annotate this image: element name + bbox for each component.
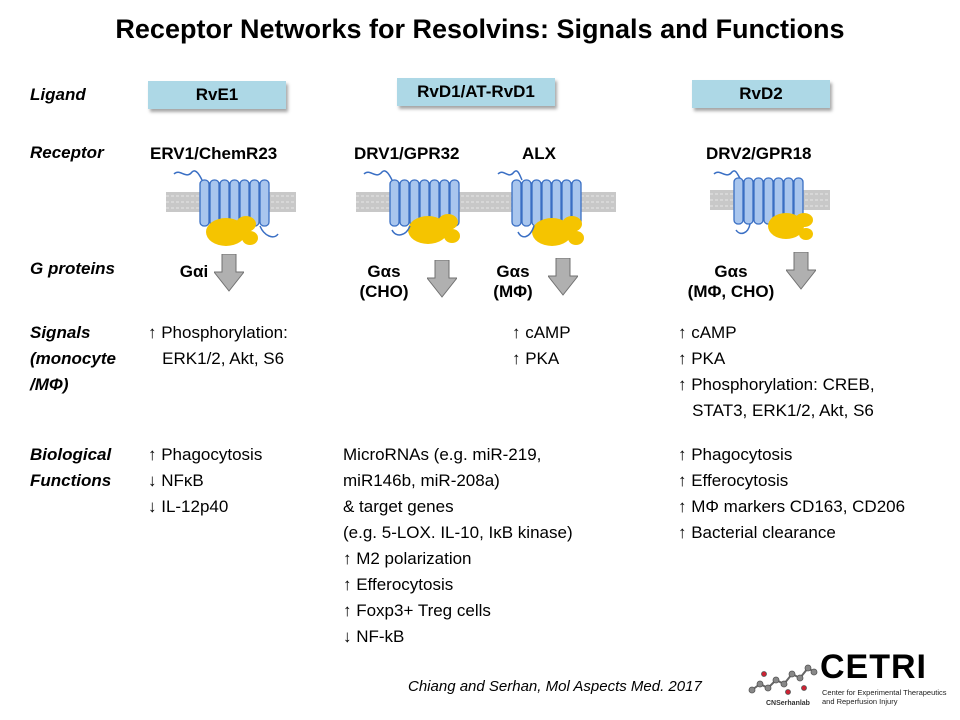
g-protein-blob (532, 216, 584, 246)
row-label-signals-line: Signals (30, 323, 91, 342)
function-item: ↑ M2 polarization (343, 549, 472, 568)
ligand-box-rvd2: RvD2 (692, 80, 830, 108)
molecule-logo-icon (748, 664, 818, 695)
page-title: Receptor Networks for Resolvins: Signals… (115, 14, 845, 44)
row-label-receptor: Receptor (30, 143, 104, 162)
signal-item: STAT3, ERK1/2, Akt, S6 (678, 401, 874, 420)
function-item: ↑ Foxp3+ Treg cells (343, 601, 491, 620)
row-label-functions: Biological Functions (30, 442, 111, 494)
logo-subtitle: Center for Experimental Therapeutics and… (822, 688, 947, 706)
function-item: ↑ Bacterial clearance (678, 523, 836, 542)
function-item: ↑ Efferocytosis (343, 575, 454, 594)
row-label-g-proteins: G proteins (30, 259, 116, 278)
n-terminus-tail (173, 170, 203, 181)
row-label-functions-line: Biological (30, 445, 112, 464)
g-protein-cell-type: (MΦ, CHO) (687, 282, 775, 301)
lab-name: CNSerhanlab (766, 700, 810, 707)
row-label-signals-line: /MΦ) (30, 375, 69, 394)
signal-item: ERK1/2, Akt, S6 (148, 349, 285, 368)
g-protein-rve1: Gαi (172, 262, 216, 282)
function-item: miR146b, miR-208a) (343, 471, 500, 490)
g-protein-blob (768, 213, 813, 240)
signals-rvd2: ↑ cAMP ↑ PKA ↑ Phosphorylation: CREB, ST… (678, 320, 875, 424)
signal-item: ↑ Phosphorylation: CREB, (678, 375, 875, 394)
c-terminus-tail (259, 225, 279, 238)
g-protein-cell-type: (CHO) (359, 282, 409, 301)
receptor-membrane-diagram (486, 170, 616, 246)
functions-rvd2: ↑ Phagocytosis ↑ Efferocytosis ↑ MΦ mark… (678, 442, 905, 546)
down-arrow-icon (786, 252, 816, 290)
receptor-membrane-diagram (710, 170, 830, 240)
function-item: ↑ Phagocytosis (678, 445, 793, 464)
receptor-name-drv1: DRV1/GPR32 (354, 144, 460, 163)
transmembrane-helices (511, 179, 582, 227)
function-item: ↓ NF-kB (343, 627, 405, 646)
g-protein-label: Gαs (714, 262, 748, 281)
logo-subtitle-line: and Reperfusion Injury (822, 697, 898, 706)
function-item: (e.g. 5-LOX. IL-10, IκB kinase) (343, 523, 573, 542)
down-arrow-icon (548, 258, 578, 296)
signal-item: ↑ PKA (678, 349, 726, 368)
functions-rvd1: MicroRNAs (e.g. miR-219, miR146b, miR-20… (343, 442, 573, 650)
n-terminus-tail (363, 170, 393, 181)
n-terminus-tail (713, 170, 741, 179)
g-protein-label: Gαs (367, 262, 401, 281)
receptor-name-drv2: DRV2/GPR18 (706, 144, 812, 163)
c-terminus-tail (391, 225, 411, 236)
signal-item: ↑ Phosphorylation: (148, 323, 288, 342)
down-arrow-icon (214, 254, 244, 292)
g-protein-blob (206, 216, 258, 246)
function-item: ↑ MΦ markers CD163, CD206 (678, 497, 906, 516)
function-item: ↑ Phagocytosis (148, 445, 263, 464)
logo-subtitle-line: Center for Experimental Therapeutics (822, 688, 947, 697)
transmembrane-helices (733, 177, 804, 225)
receptor-membrane-diagram (166, 170, 296, 246)
g-protein-cell-type: (MΦ) (493, 282, 533, 301)
g-protein-blob (408, 214, 460, 244)
signal-item: ↑ PKA (512, 349, 560, 368)
row-label-functions-line: Functions (30, 471, 112, 490)
ligand-box-rve1: RvE1 (148, 81, 286, 109)
function-item: ↑ Efferocytosis (678, 471, 789, 490)
logo-cetri: CETRI (820, 648, 927, 686)
function-item: ↓ NFκB (148, 471, 204, 490)
transmembrane-helices (199, 179, 270, 227)
signal-item: ↑ cAMP (678, 323, 737, 342)
signals-alx: ↑ cAMP ↑ PKA (512, 320, 571, 372)
down-arrow-icon (427, 260, 457, 298)
row-label-signals-line: (monocyte (30, 349, 116, 368)
ligand-box-rvd1: RvD1/AT-RvD1 (397, 78, 555, 106)
g-protein-drv2: Gαs (MΦ, CHO) (674, 262, 788, 302)
c-terminus-tail (517, 225, 535, 238)
g-protein-label: Gαi (179, 262, 209, 281)
citation: Chiang and Serhan, Mol Aspects Med. 2017 (408, 678, 702, 695)
signal-item: ↑ cAMP (512, 323, 571, 342)
g-protein-drv1: Gαs (CHO) (352, 262, 416, 302)
function-item: MicroRNAs (e.g. miR-219, (343, 445, 542, 464)
receptor-name-alx: ALX (522, 144, 556, 163)
function-item: & target genes (343, 497, 454, 516)
function-item: ↓ IL-12p40 (148, 497, 229, 516)
receptor-name-erv1: ERV1/ChemR23 (150, 144, 278, 163)
c-terminus-tail (735, 223, 751, 235)
n-terminus-tail (497, 170, 523, 181)
g-protein-label: Gαs (496, 262, 530, 281)
g-protein-alx: Gαs (MΦ) (483, 262, 543, 302)
receptor-membrane-diagram (356, 170, 486, 244)
signals-rve1: ↑ Phosphorylation: ERK1/2, Akt, S6 (148, 320, 288, 372)
functions-rve1: ↑ Phagocytosis ↓ NFκB ↓ IL-12p40 (148, 442, 262, 520)
row-label-ligand: Ligand (30, 85, 86, 104)
row-label-signals: Signals (monocyte /MΦ) (30, 320, 116, 398)
